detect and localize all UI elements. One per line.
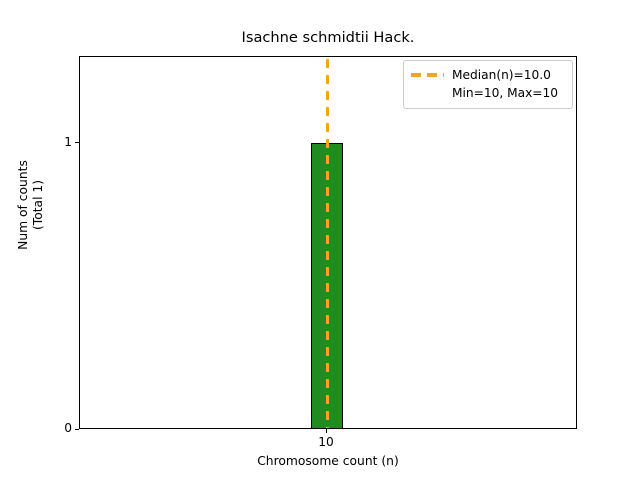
legend-text-block: Median(n)=10.0 Min=10, Max=10 — [452, 66, 558, 102]
chart-title: Isachne schmidtii Hack. — [241, 29, 415, 46]
legend[interactable]: Median(n)=10.0 Min=10, Max=10 — [403, 60, 573, 109]
y-tick-mark-0 — [75, 428, 79, 430]
x-axis-label: Chromosome count (n) — [257, 454, 399, 468]
median-line — [326, 59, 330, 428]
y-axis-label: Num of counts (Total 1) — [16, 160, 45, 250]
plot-area — [79, 56, 577, 429]
y-tick-label-1: 1 — [64, 135, 72, 149]
legend-line-1: Median(n)=10.0 — [452, 68, 551, 82]
y-tick-label-0: 0 — [64, 421, 72, 435]
x-tick-label-10: 10 — [318, 435, 334, 449]
legend-line-2: Min=10, Max=10 — [452, 86, 559, 100]
x-tick-mark-10 — [325, 429, 327, 433]
y-tick-mark-1 — [75, 141, 79, 143]
legend-dashed-line-swatch — [411, 73, 444, 77]
legend-entry: Median(n)=10.0 Min=10, Max=10 — [404, 61, 572, 108]
